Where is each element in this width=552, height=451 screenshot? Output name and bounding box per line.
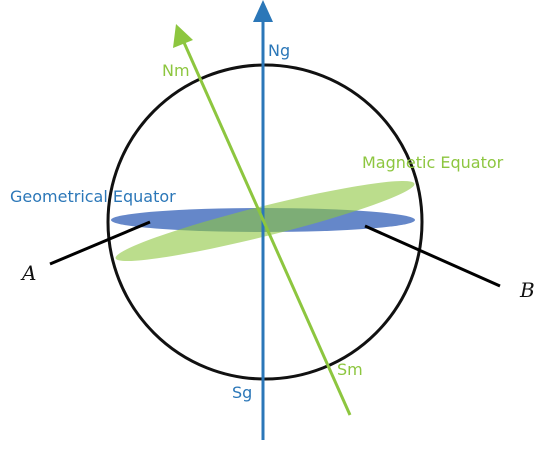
label-b: B: [519, 278, 535, 302]
pointer-line-a: [49, 220, 151, 266]
label-ng: Ng: [268, 41, 290, 60]
geographic-axis-arrowhead: [253, 0, 273, 22]
label-magnetic-equator: Magnetic Equator: [362, 153, 504, 172]
label-nm: Nm: [162, 61, 190, 80]
pointer-line-b: [364, 224, 501, 288]
label-a: A: [20, 261, 36, 285]
magnetic-axis-arrowhead: [173, 24, 193, 48]
globe-outline: [106, 63, 424, 381]
label-sg: Sg: [232, 383, 252, 402]
label-sm: Sm: [337, 360, 363, 379]
label-geometrical-equator: Geometrical Equator: [10, 187, 176, 206]
magnetic-axis: [180, 37, 352, 416]
